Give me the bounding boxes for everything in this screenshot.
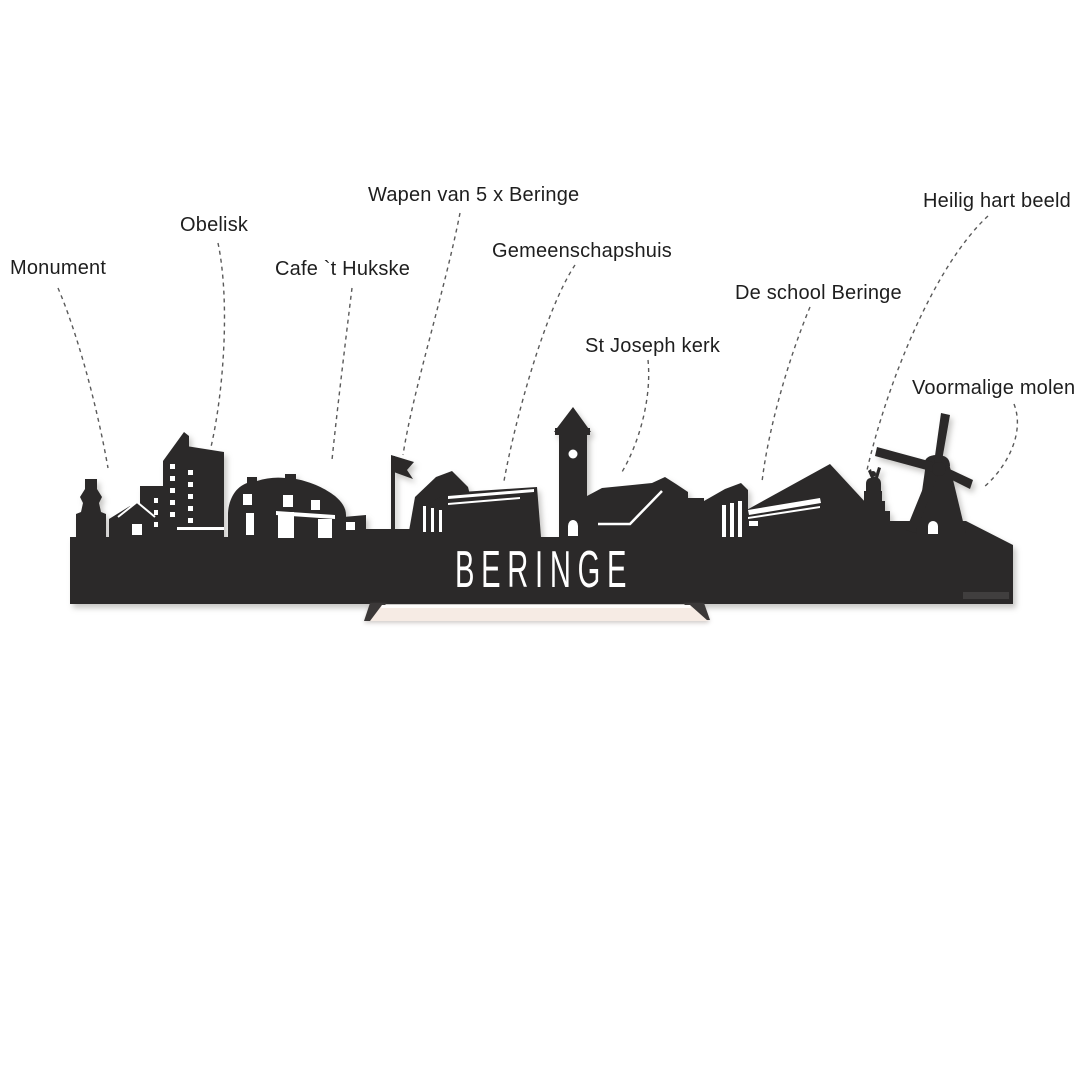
church-spire-collar xyxy=(555,428,590,435)
connector-lines xyxy=(57,212,1019,488)
label-voormalige-molen: Voormalige molen xyxy=(912,377,1076,399)
connector-de-school xyxy=(761,306,811,483)
city-name-cutout: BERINGE xyxy=(455,541,634,599)
column-building-bars xyxy=(722,501,742,537)
stand-bar-highlight xyxy=(381,605,691,608)
connector-heilig-hart xyxy=(866,215,989,471)
connector-wapen xyxy=(402,212,461,456)
label-gemeenschapshuis: Gemeenschapshuis xyxy=(492,240,672,262)
statue-column xyxy=(864,491,882,502)
windmill-sail-east xyxy=(938,465,973,489)
label-wapen-van-5-x-beringe: Wapen van 5 x Beringe xyxy=(368,184,580,206)
church-clock xyxy=(568,449,578,459)
obelisk-left-slab-silhouette xyxy=(163,432,189,540)
church-roof-line xyxy=(598,490,663,526)
low-wall-silhouette xyxy=(366,529,420,539)
dark-details xyxy=(314,519,318,538)
statue-step-bottom xyxy=(848,521,898,538)
windmill-door xyxy=(928,521,938,534)
gemeenschapshuis-details xyxy=(423,489,534,532)
flag-silhouette xyxy=(391,455,414,479)
gable-outline xyxy=(117,500,156,518)
gable-window xyxy=(132,524,142,535)
connector-st-joseph-kerk xyxy=(621,359,650,473)
label-obelisk: Obelisk xyxy=(180,214,249,236)
school-details xyxy=(748,498,821,526)
church-spire-silhouette xyxy=(554,407,591,432)
windmill-sail-north xyxy=(933,413,950,472)
obelisk-windows xyxy=(154,464,224,530)
statue-step-middle xyxy=(856,511,890,522)
display-stand xyxy=(364,603,710,621)
obelisk-right-slab-silhouette xyxy=(186,446,224,540)
church-arch-window xyxy=(568,520,578,536)
cafe-windows xyxy=(243,494,355,538)
windmill-hub xyxy=(932,462,946,476)
cutout-details xyxy=(117,449,938,538)
label-heilig-hart-beeld: Heilig hart beeld xyxy=(923,190,1071,212)
cafe-porch-post xyxy=(314,519,318,538)
statue-head xyxy=(870,471,876,477)
statue-figure-silhouette xyxy=(866,467,881,492)
flag-pole-silhouette xyxy=(391,456,395,532)
label-de-school-beringe: De school Beringe xyxy=(735,282,902,304)
windmill-sail-southwest xyxy=(906,471,938,533)
label-st-joseph-kerk: St Joseph kerk xyxy=(585,335,721,357)
connector-cafe xyxy=(331,287,353,461)
connector-voormalige-molen xyxy=(983,403,1019,488)
connector-monument xyxy=(57,287,109,469)
label-cafe-t-hukske: Cafe `t Hukske xyxy=(275,258,411,280)
watermark xyxy=(963,592,1009,599)
connector-gemeenschapshuis xyxy=(503,264,576,482)
church-nave-silhouette xyxy=(587,477,688,538)
church-annex-silhouette xyxy=(688,498,704,538)
statue-step-top xyxy=(861,501,885,512)
label-monument: Monument xyxy=(10,257,107,279)
windmill-sail-west xyxy=(875,447,936,472)
stand-bar xyxy=(370,605,708,621)
connector-obelisk xyxy=(210,242,226,448)
monument-silhouette xyxy=(76,479,106,538)
